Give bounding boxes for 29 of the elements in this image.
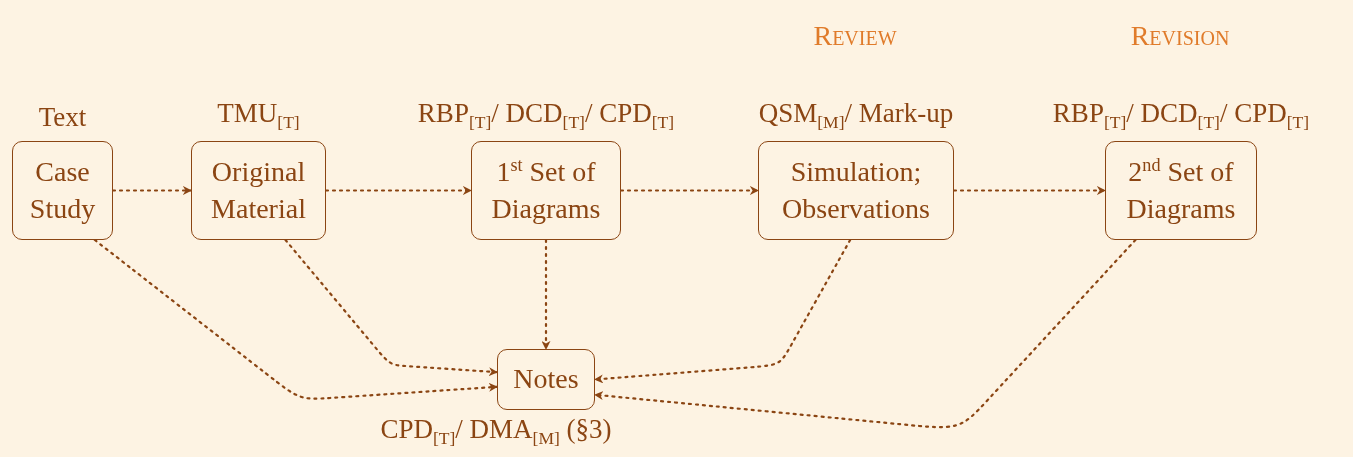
box-label: Simulation; Observations	[781, 155, 931, 226]
box-label: 1$^{st}$ Set of Diagrams	[490, 153, 602, 226]
box-label: Notes	[513, 362, 579, 397]
dotted-arrow	[619, 186, 760, 195]
box-label: Case Study	[28, 155, 97, 226]
annotation-text: CPD$_{[T]}$/ DMA$_{[M]}$ (§3)	[380, 414, 612, 450]
annotation-text: Text	[38, 102, 87, 133]
annotation-text: TMU$_{[T]}$	[217, 97, 300, 133]
process-box	[1105, 141, 1257, 240]
box-label: Original Material	[210, 155, 307, 226]
dotted-arrow	[93, 238, 499, 400]
dotted-arrow	[541, 238, 551, 351]
phase-label: Review	[813, 20, 897, 52]
dotted-arrow	[284, 238, 499, 377]
process-box	[191, 141, 326, 240]
box-label: 2$^{nd}$ Set of Diagrams	[1125, 153, 1237, 226]
phase-label: Revision	[1130, 20, 1230, 52]
annotation-text: RBP$_{[T]}$/ DCD$_{[T]}$/ CPD$_{[T]}$	[417, 97, 675, 133]
dotted-arrow	[111, 186, 193, 195]
process-box	[758, 141, 954, 240]
process-box	[497, 349, 595, 410]
dotted-arrow	[324, 186, 473, 195]
dotted-arrow	[593, 238, 852, 384]
dotted-arrow	[952, 186, 1107, 195]
dotted-arrow	[593, 238, 1137, 429]
annotation-text: QSM$_{[M]}$/ Mark-up	[758, 97, 954, 133]
annotation-text: RBP$_{[T]}$/ DCD$_{[T]}$/ CPD$_{[T]}$	[1052, 97, 1310, 133]
process-box	[471, 141, 621, 240]
process-box	[12, 141, 113, 240]
